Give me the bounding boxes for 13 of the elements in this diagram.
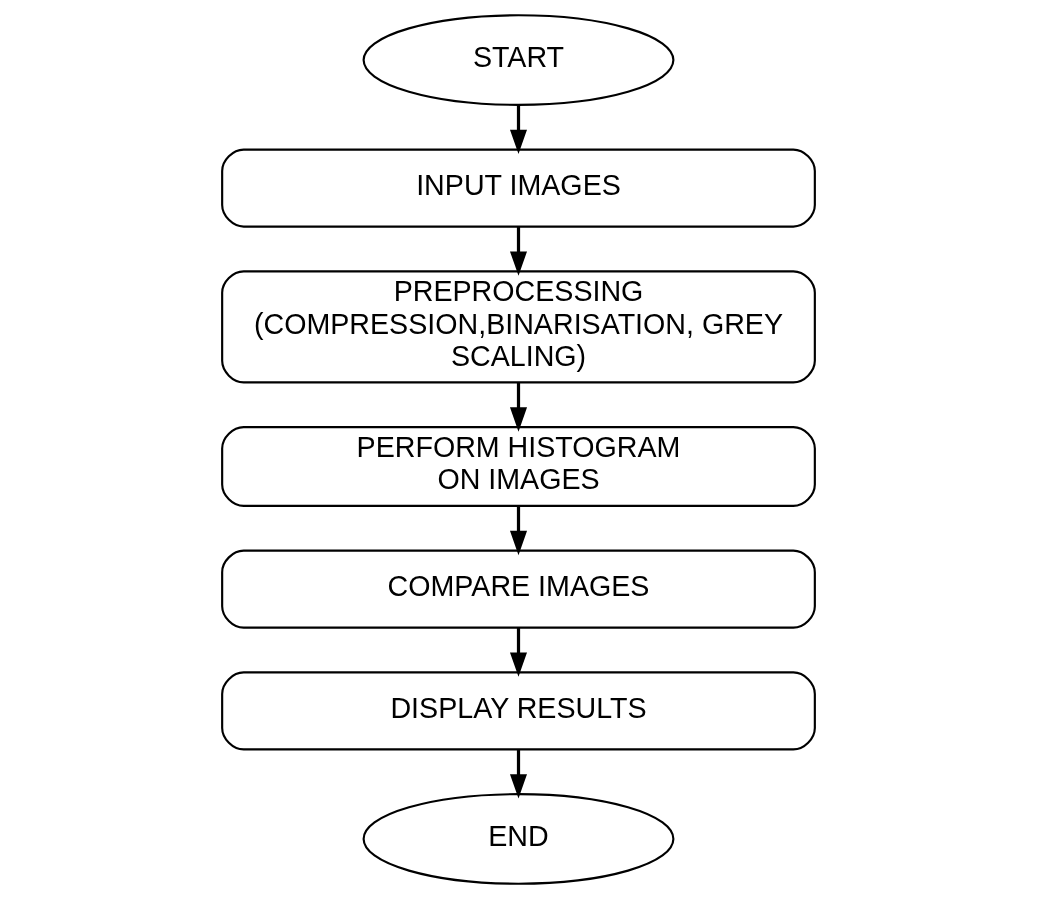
arrow bbox=[509, 750, 528, 799]
node-ellipse: START bbox=[362, 14, 675, 106]
arrow bbox=[509, 382, 528, 432]
arrow bbox=[509, 627, 528, 677]
arrow bbox=[509, 505, 528, 556]
arrow bbox=[509, 226, 528, 276]
node-box: PERFORM HISTOGRAM ON IMAGES bbox=[221, 426, 816, 507]
node-box: INPUT IMAGES bbox=[221, 148, 816, 228]
arrow bbox=[509, 105, 528, 155]
node-box: PREPROCESSING (COMPRESSION,BINARISATION, GREY SCALING) bbox=[221, 270, 816, 384]
node-box: COMPARE IMAGES bbox=[221, 549, 816, 629]
node-box: DISPLAY RESULTS bbox=[221, 671, 816, 751]
node-ellipse: END bbox=[362, 793, 675, 885]
